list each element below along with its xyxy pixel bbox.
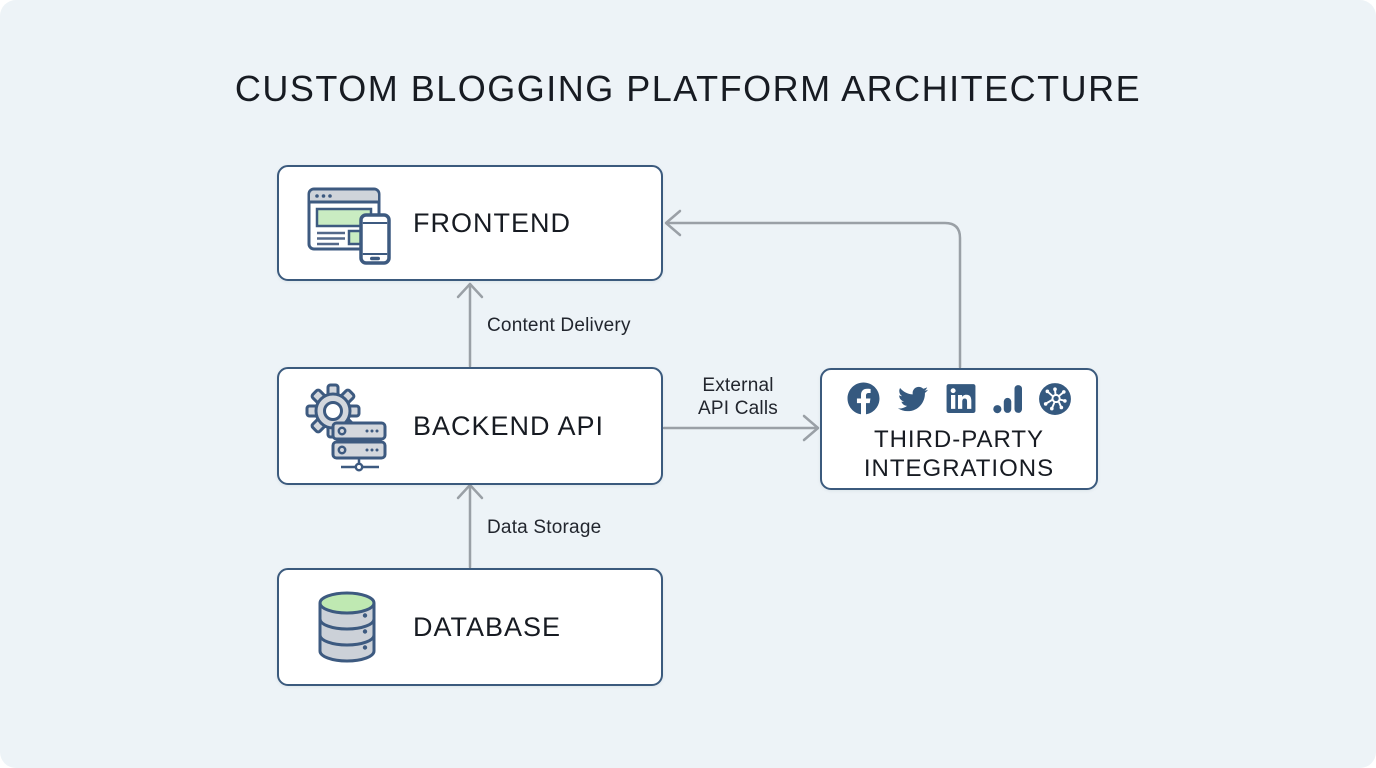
linkedin-icon	[946, 382, 976, 420]
gear-server-icon	[297, 379, 397, 473]
facebook-icon	[847, 382, 880, 420]
node-backend-api: BACKEND API	[277, 367, 663, 485]
node-label-backend-api: BACKEND API	[413, 410, 605, 441]
node-label-database: DATABASE	[413, 611, 562, 642]
node-database: DATABASE	[277, 568, 663, 686]
network-icon	[1038, 382, 1072, 421]
page-title: CUSTOM BLOGGING PLATFORM ARCHITECTURE	[234, 68, 1142, 109]
node-third-party-integrations: THIRD-PARTY INTEGRATIONS	[820, 368, 1098, 490]
browser-mobile-icon	[297, 177, 397, 269]
node-frontend: FRONTEND	[277, 165, 663, 281]
twitter-icon	[896, 384, 930, 419]
edge-label-external-api-calls: External API Calls	[698, 375, 778, 419]
integration-icons-row	[847, 382, 1072, 421]
edge-label-data-storage: Data Storage	[487, 517, 602, 538]
edge-backend-to-frontend	[456, 282, 484, 368]
edge-database-to-backend	[456, 483, 484, 569]
analytics-icon	[992, 384, 1022, 419]
node-label-third-party-integrations: THIRD-PARTY INTEGRATIONS	[863, 426, 1055, 482]
edge-label-content-delivery: Content Delivery	[487, 315, 631, 336]
database-cylinder-icon	[297, 582, 397, 672]
edge-thirdparty-to-frontend	[664, 209, 962, 369]
node-label-frontend: FRONTEND	[413, 207, 571, 238]
